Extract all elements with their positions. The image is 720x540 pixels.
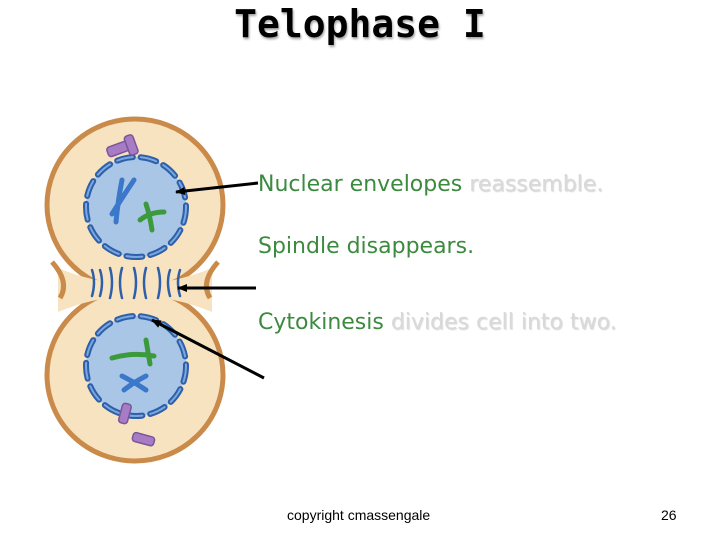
slide-title: Telophase I — [234, 2, 486, 46]
bullet-2-main: Spindle disappears. — [258, 234, 475, 259]
arrow-cytokinesis — [151, 318, 265, 380]
bottom-daughter-cell — [44, 286, 226, 464]
spindle-fiber-remnants — [90, 266, 182, 300]
bullet-1-faded: reassemble. — [469, 172, 604, 197]
arrow-nuclear-envelope — [175, 181, 259, 195]
page-number: 26 — [661, 507, 677, 523]
bottom-nucleus — [86, 316, 186, 416]
bottom-chromosome-blue — [119, 373, 149, 393]
top-daughter-cell — [44, 116, 226, 294]
bullet-1-main: Nuclear envelopes — [258, 172, 463, 197]
bullet-3-main: Cytokinesis — [258, 310, 384, 335]
top-chromosome-green — [137, 201, 167, 233]
top-nucleus — [86, 157, 186, 257]
bullet-cytokinesis: Cytokinesis divides cell into two. — [258, 309, 617, 337]
bullet-nuclear-envelopes: Nuclear envelopes reassemble. — [258, 171, 603, 199]
bottom-centriole — [117, 402, 132, 425]
bottom-chromosome-green — [109, 337, 157, 367]
top-chromosome-blue — [109, 177, 137, 225]
bullet-3-faded: divides cell into two. — [390, 310, 617, 335]
copyright-footer: copyright cmassengale — [287, 507, 431, 523]
bullet-spindle: Spindle disappears. — [258, 233, 474, 261]
